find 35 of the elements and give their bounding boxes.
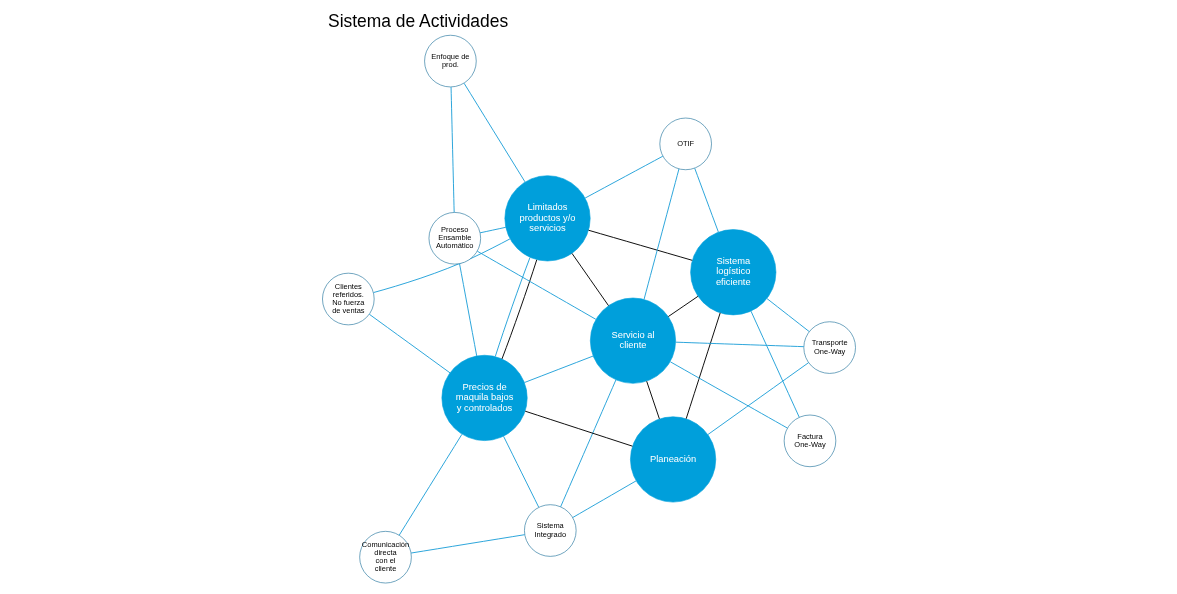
diagram-title: Sistema de Actividades: [327, 11, 508, 32]
connector: [559, 379, 616, 508]
connector: [463, 82, 525, 183]
connector: [502, 435, 539, 508]
connector: [479, 226, 506, 234]
connector: [584, 155, 663, 199]
connector: [571, 480, 636, 518]
node-circle: Servicio al cliente: [589, 297, 676, 384]
node-circle: Limitados productos y/o servicios: [504, 175, 590, 262]
connector: [571, 252, 609, 307]
node-circle: Sistema logístico eficiente: [689, 229, 776, 316]
connector: [643, 168, 679, 300]
connector: [410, 534, 525, 554]
connector: [523, 355, 593, 383]
connector: [372, 238, 510, 293]
connector: [685, 312, 721, 420]
node-circle: Precios de maquila bajos y controlados: [441, 354, 527, 441]
connector: [766, 298, 809, 332]
connector: [501, 259, 537, 360]
connector: [674, 341, 804, 348]
connector: [706, 362, 809, 436]
connector: [645, 380, 660, 420]
connector: [398, 433, 462, 536]
connector: [693, 167, 719, 233]
connector: [524, 410, 633, 447]
connector: [667, 295, 698, 317]
node-circle: Planeación: [629, 416, 716, 503]
connector: [450, 86, 455, 213]
connector: [587, 229, 693, 261]
connector: [476, 250, 596, 320]
connector: [368, 313, 450, 374]
connector: [750, 310, 800, 418]
connector: [458, 263, 477, 357]
connector: [494, 257, 530, 358]
connector: [669, 361, 788, 429]
